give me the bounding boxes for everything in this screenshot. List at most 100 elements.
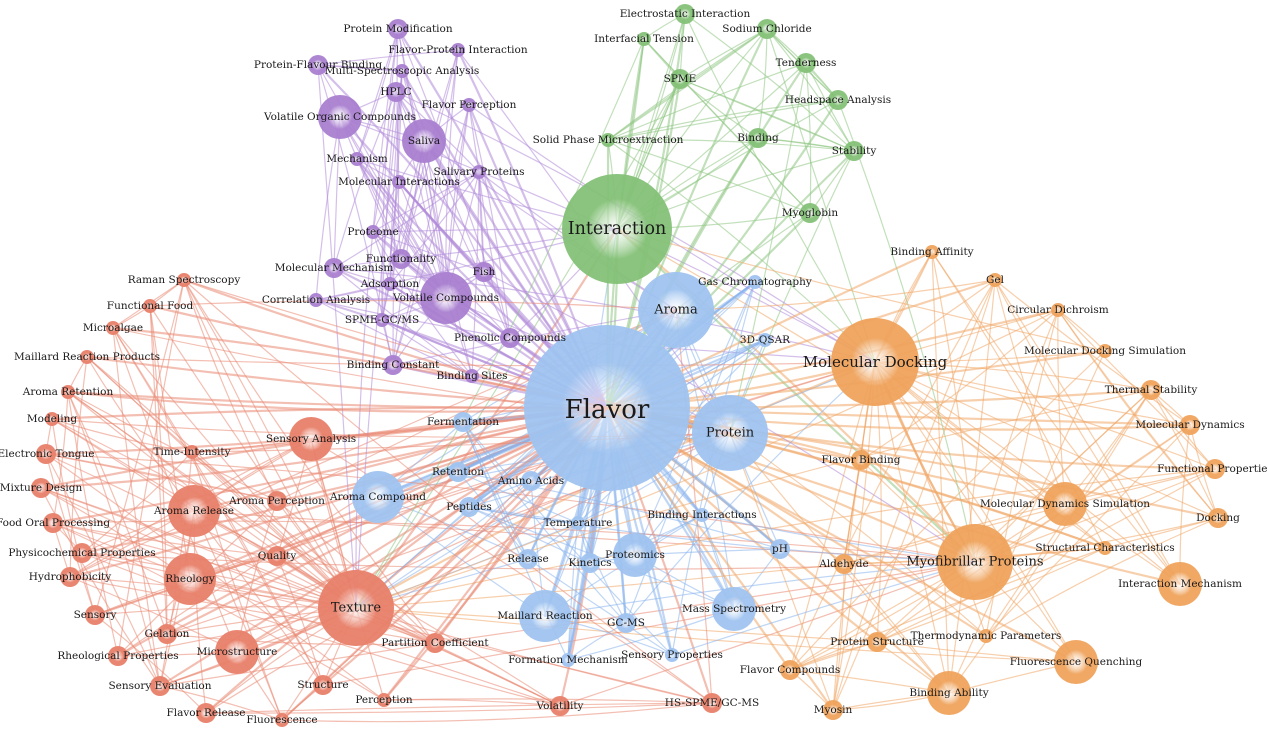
network-edge (478, 171, 511, 339)
label-hs-spme: HS-SPME/GC-MS (665, 697, 759, 709)
network-edge (985, 517, 1219, 637)
network-edge (183, 279, 436, 644)
label-partition-coef: Partition Coefficient (381, 637, 489, 649)
node-molecular-docking (831, 318, 919, 406)
network-edge (684, 13, 855, 152)
label-proteomics: Proteomics (605, 549, 665, 561)
network-edge (381, 91, 397, 321)
node-sensory-props (665, 648, 679, 662)
label-kinetics: Kinetics (568, 557, 611, 569)
label-binding-affinity: Binding Affinity (890, 246, 973, 258)
label-binding-sites: Binding Sites (436, 370, 507, 382)
network-edge (445, 49, 459, 299)
node-binding-interactions (695, 508, 709, 522)
label-retention: Retention (432, 466, 484, 478)
network-edge (355, 339, 766, 609)
network-edge (577, 522, 627, 624)
label-mechanism: Mechanism (326, 153, 387, 165)
network-edge (559, 561, 976, 707)
network-edge (985, 424, 1191, 637)
node-volatile-compounds (420, 272, 472, 324)
node-mds-sim (1098, 344, 1112, 358)
node-flavor-compounds (780, 660, 800, 680)
network-edge (544, 561, 976, 617)
label-gelation: Gelation (145, 628, 190, 640)
network-edge (457, 471, 781, 550)
node-molecular-dynamics (1180, 415, 1200, 435)
label-docking: Docking (1196, 512, 1240, 524)
network-edge (86, 356, 357, 609)
network-edge (468, 506, 579, 524)
label-aroma-retention: Aroma Retention (22, 386, 114, 398)
network-edge (45, 453, 278, 502)
label-flavor-binding: Flavor Binding (822, 454, 901, 466)
node-qsar (758, 333, 772, 347)
node-perception (377, 693, 391, 707)
node-peptides (459, 497, 479, 517)
network-edge (45, 453, 96, 616)
label-headspace: Headspace Analysis (785, 94, 891, 106)
network-edge (1057, 309, 1219, 519)
node-aldehyde (834, 554, 854, 574)
label-multi-spectro: Multi-Spectroscopic Analysis (325, 65, 480, 77)
label-mol-interactions: Molecular Interactions (338, 176, 460, 188)
node-flavor-release (196, 703, 216, 723)
label-time-intensity: Time-Intensity (153, 446, 230, 458)
label-thermal-stability: Thermal Stability (1105, 384, 1198, 396)
label-protein-flavour-binding: Protein-Flavour Binding (254, 59, 382, 71)
network-edge (607, 139, 811, 214)
node-maillard-reaction (519, 590, 571, 642)
node-aroma-perception (267, 491, 287, 511)
label-sensory-analysis: Sensory Analysis (266, 433, 356, 445)
label-structure: Structure (297, 679, 348, 691)
node-thermal-stability (1141, 380, 1161, 400)
label-spme-extraction: Solid Phase Microextraction (533, 134, 684, 146)
label-spme: SPME (664, 73, 697, 85)
label-rheology: Rheology (165, 573, 215, 585)
label-flavor-release: Flavor Release (166, 707, 245, 719)
node-fluorescence (275, 713, 289, 727)
network-edge (69, 576, 436, 644)
network-edge (766, 28, 876, 363)
label-hplc: HPLC (380, 86, 411, 98)
network-edge (94, 614, 207, 714)
node-flavor-perception (462, 98, 476, 112)
label-texture: Texture (331, 601, 381, 616)
label-hydrophobicity: Hydrophobicity (29, 571, 111, 583)
network-edge (468, 506, 735, 610)
network-edge (355, 28, 399, 609)
node-phenolic (500, 328, 520, 348)
label-sensory-props: Sensory Properties (621, 649, 723, 661)
node-kinetics (580, 553, 600, 573)
label-correlation: Correlation Analysis (262, 294, 370, 306)
network-edge (607, 99, 839, 141)
network-edge (948, 279, 996, 694)
network-edge (729, 62, 807, 434)
node-functional-food (143, 299, 157, 313)
node-interaction (562, 174, 672, 284)
network-edge (397, 28, 511, 339)
label-modeling: Modeling (27, 413, 77, 425)
label-flavor: Flavor (565, 395, 650, 425)
network-edge (355, 309, 1059, 609)
label-gel: Gel (986, 274, 1005, 286)
network-edge (843, 468, 1216, 565)
network-edge (789, 547, 1106, 671)
node-flavor-protein-int (451, 43, 465, 57)
label-aroma: Aroma (653, 303, 698, 318)
node-time-intensity (185, 445, 199, 459)
node-texture (318, 570, 394, 646)
label-mol-mechanism: Molecular Mechanism (275, 262, 394, 274)
node-hydrophobicity (60, 567, 80, 587)
network-edge (468, 104, 511, 339)
label-qsar: 3D-QSAR (740, 334, 791, 346)
network-edge (67, 391, 161, 687)
node-temperature (571, 516, 585, 530)
node-functionality (391, 249, 411, 269)
node-mol-interactions (392, 175, 406, 189)
node-interfacial-tension (637, 32, 651, 46)
label-sensory: Sensory (74, 609, 117, 621)
label-interaction: Interaction (568, 219, 667, 239)
network-edge (607, 139, 876, 363)
network-edge (729, 432, 987, 637)
